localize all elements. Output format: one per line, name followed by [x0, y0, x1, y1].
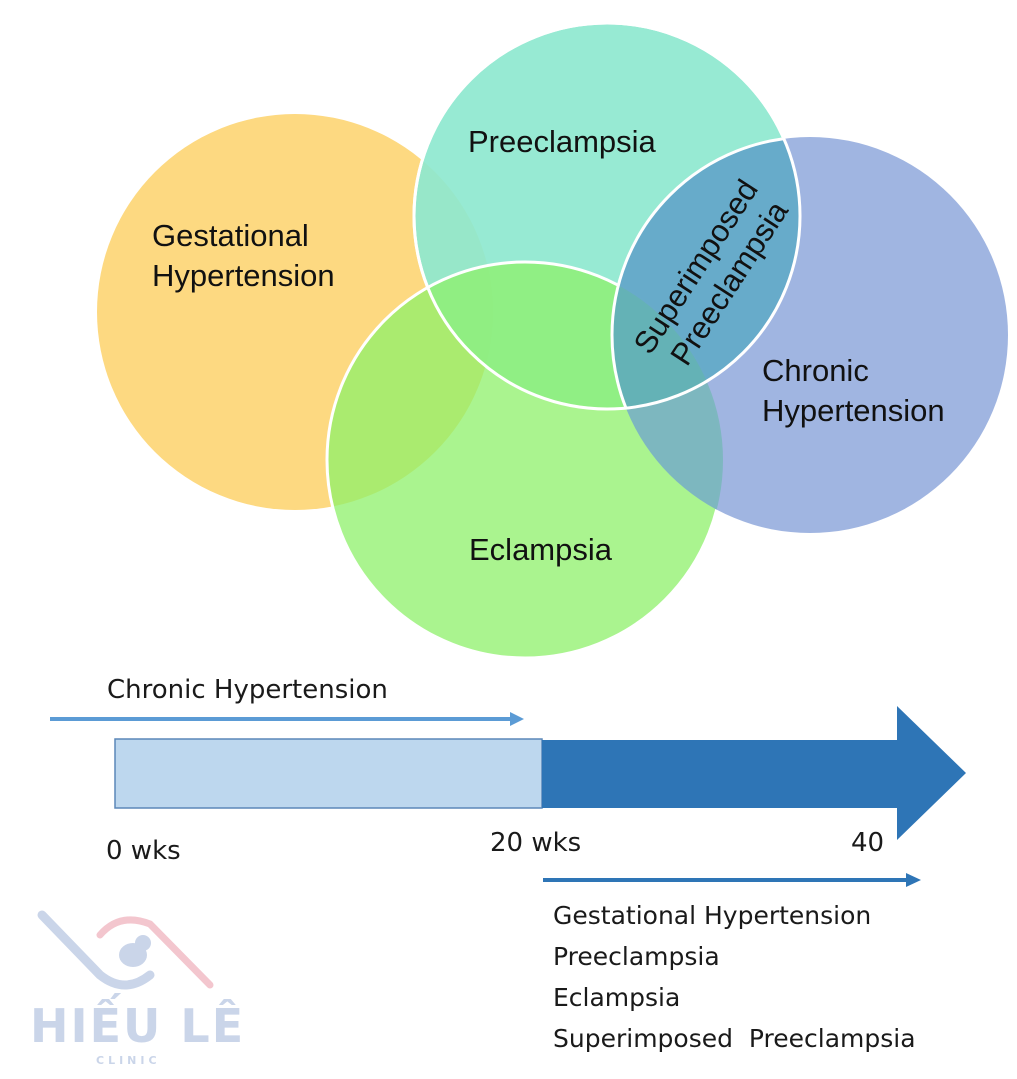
weeks-0-20-bar	[114, 738, 543, 809]
post-20-condition: Preeclampsia	[553, 942, 720, 971]
preeclampsia-label: Preeclampsia	[468, 124, 657, 159]
eclampsia-chronic-overlap	[612, 262, 723, 533]
venn-diagram: Gestational Hypertension Preeclampsia Ec…	[97, 21, 1008, 660]
superimposed-preeclampsia-region	[612, 137, 800, 409]
timeline: Chronic Hypertension 0 wks 20 wks 40 Ges…	[50, 675, 966, 1053]
chronic-period-arrowhead	[510, 712, 524, 726]
eclampsia-label: Eclampsia	[469, 532, 613, 567]
gestational-label: Gestational Hypertension	[152, 218, 335, 293]
chronic-period-label: Chronic Hypertension	[107, 675, 388, 705]
logo-pink-swoosh-icon	[96, 916, 214, 989]
logo-fetus-head-icon	[135, 935, 151, 951]
post-20-arrowhead	[906, 873, 921, 887]
chronic-outline	[610, 135, 800, 409]
logo-blue-swoosh-icon	[37, 910, 155, 990]
mid-week-label: 20 wks	[490, 828, 581, 858]
logo-subtitle: CLINIC	[96, 1054, 161, 1067]
post-20-condition: Eclampsia	[553, 983, 680, 1012]
clinic-logo: HIẾU LÊ CLINIC	[30, 910, 245, 1067]
logo-name: HIẾU LÊ	[30, 993, 245, 1053]
preeclampsia-outline	[412, 21, 802, 411]
chronic-label: Chronic Hypertension	[762, 353, 945, 428]
start-week-label: 0 wks	[106, 836, 181, 866]
weeks-20-40-arrow	[542, 706, 966, 840]
post-20-condition: Gestational Hypertension	[553, 901, 871, 930]
post-20-condition: Superimposed Preeclampsia	[553, 1024, 916, 1053]
end-week-label: 40	[851, 828, 884, 858]
